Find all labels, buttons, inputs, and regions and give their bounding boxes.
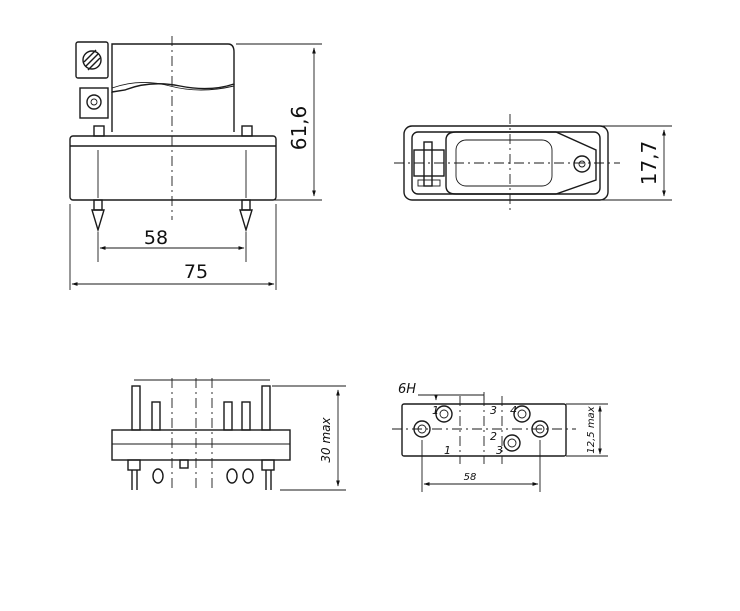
top-screw-icon [573,155,591,173]
bottom-view: 6Н 1 1 2 3 4 3 12,5 max 58 [392,382,608,492]
bottom-label-bh: 6Н [398,382,416,397]
bottom-pin-1b-label: 1 [444,444,451,457]
top-cover-outline [445,131,597,195]
front-dim-width: 75 [184,261,208,283]
front-pin-bottom-right [239,199,253,233]
bottom-dim-spacing: 58 [464,472,477,483]
top-dim-height: 17,7 [637,141,661,186]
bottom-contact-1 [435,405,453,423]
front-screw-lower-icon [86,94,102,110]
side-dim-height: 30 max [319,416,333,462]
front-view: 61,6 58 75 [69,36,322,290]
front-clamp-lower [79,87,109,119]
side-pin-4 [241,401,251,431]
front-pin-top-left [93,125,105,137]
side-pin-5 [261,385,271,431]
front-cover-outline [111,43,235,93]
top-view: 17,7 [394,114,672,212]
bottom-pin-3-label: 3 [490,404,497,417]
bottom-contact-4 [513,405,531,423]
side-pin-1 [131,385,141,431]
bottom-pin-1-label: 1 [432,404,439,417]
bottom-pin-2-label: 2 [490,430,497,443]
side-pin-2 [151,401,161,431]
front-body [69,135,277,201]
front-clamp-upper [75,41,109,79]
front-cover-wave [111,82,235,91]
front-pin-top-right [241,125,253,137]
bottom-dim-height: 12,5 max [586,406,597,453]
front-dim-height: 61,6 [287,106,311,151]
bottom-pin-3b-label: 3 [496,444,503,457]
side-pin-3 [223,401,233,431]
front-dim-pin-spacing: 58 [144,227,168,249]
front-pin-bottom-left [91,199,105,233]
front-screw-upper-icon [82,50,102,70]
side-body [111,429,291,461]
side-view: 30 max [111,378,346,492]
bottom-contact-3 [503,434,521,452]
bottom-pin-4-label: 4 [510,404,517,417]
side-terminals [127,459,275,490]
